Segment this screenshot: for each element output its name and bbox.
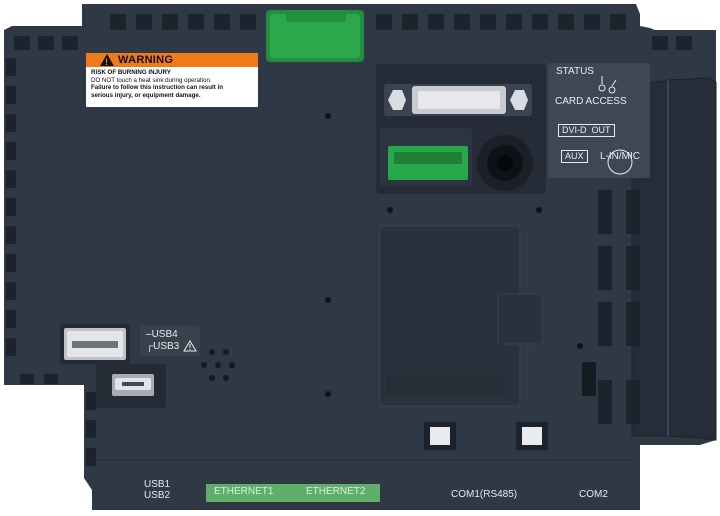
usb2-label: USB2 bbox=[144, 490, 171, 501]
usb4-text: USB4 bbox=[151, 329, 178, 340]
usb-caution-icon bbox=[183, 340, 197, 352]
warning-header: WARNING bbox=[86, 53, 258, 69]
status-panel bbox=[548, 63, 650, 178]
dvi-connector bbox=[384, 84, 532, 116]
side-bracket bbox=[631, 77, 717, 441]
top-vents bbox=[14, 14, 692, 50]
green-latch bbox=[266, 10, 364, 62]
warning-body: RISK OF BURNING INJURY DO NOT touch a he… bbox=[86, 67, 258, 101]
warning-title: WARNING bbox=[118, 54, 174, 66]
ethernet2-label: ETHERNET2 bbox=[306, 486, 366, 497]
status-label: STATUS bbox=[556, 66, 594, 77]
usb3-label: ┌USB3 bbox=[146, 341, 180, 352]
usb-mini-port[interactable] bbox=[112, 374, 154, 396]
aux-box: AUX bbox=[561, 150, 588, 163]
right-vents bbox=[582, 190, 640, 424]
warning-line2: DO NOT touch a heat sink during operatio… bbox=[91, 76, 212, 84]
usb1-label: USB1 bbox=[144, 479, 171, 490]
com2-label: COM2 bbox=[579, 489, 608, 500]
line-in-mic-icon bbox=[607, 149, 633, 175]
ethernet1-label: ETHERNET1 bbox=[214, 486, 274, 497]
warning-line4: serious injury, or equipment damage. bbox=[91, 91, 201, 99]
expansion-cover bbox=[379, 225, 543, 407]
com1-label: COM1(RS485) bbox=[451, 489, 518, 500]
dip-switch-2 bbox=[516, 422, 548, 450]
card-access-label: CARD ACCESS bbox=[555, 96, 627, 107]
card-access-led-icon bbox=[608, 80, 617, 94]
dip-switch-1 bbox=[424, 422, 456, 450]
left-vents bbox=[6, 58, 96, 466]
screw-holes bbox=[325, 113, 583, 397]
dvi-out-box: DVI-D OUT bbox=[558, 124, 615, 137]
usb4-label: –USB4 bbox=[146, 329, 178, 340]
out-label: OUT bbox=[591, 125, 611, 135]
line-in-mic-label: L-IN/MIC bbox=[600, 151, 640, 162]
audio-jack bbox=[477, 135, 533, 191]
dvi-d-label: DVI-D bbox=[562, 125, 587, 135]
warning-line1: RISK OF BURNING INJURY bbox=[91, 69, 171, 76]
warning-triangle-icon bbox=[100, 54, 114, 69]
speaker-grille bbox=[201, 349, 235, 381]
status-led-icon bbox=[598, 76, 606, 92]
aux-terminal bbox=[388, 146, 468, 180]
warning-line3: Failure to follow this instruction can r… bbox=[91, 84, 224, 92]
usb4-port[interactable] bbox=[64, 328, 126, 360]
usb3-text: USB3 bbox=[153, 341, 180, 352]
warning-label: WARNING RISK OF BURNING INJURY DO NOT to… bbox=[86, 53, 258, 107]
ethernet-band: ETHERNET1 ETHERNET2 bbox=[206, 484, 380, 502]
